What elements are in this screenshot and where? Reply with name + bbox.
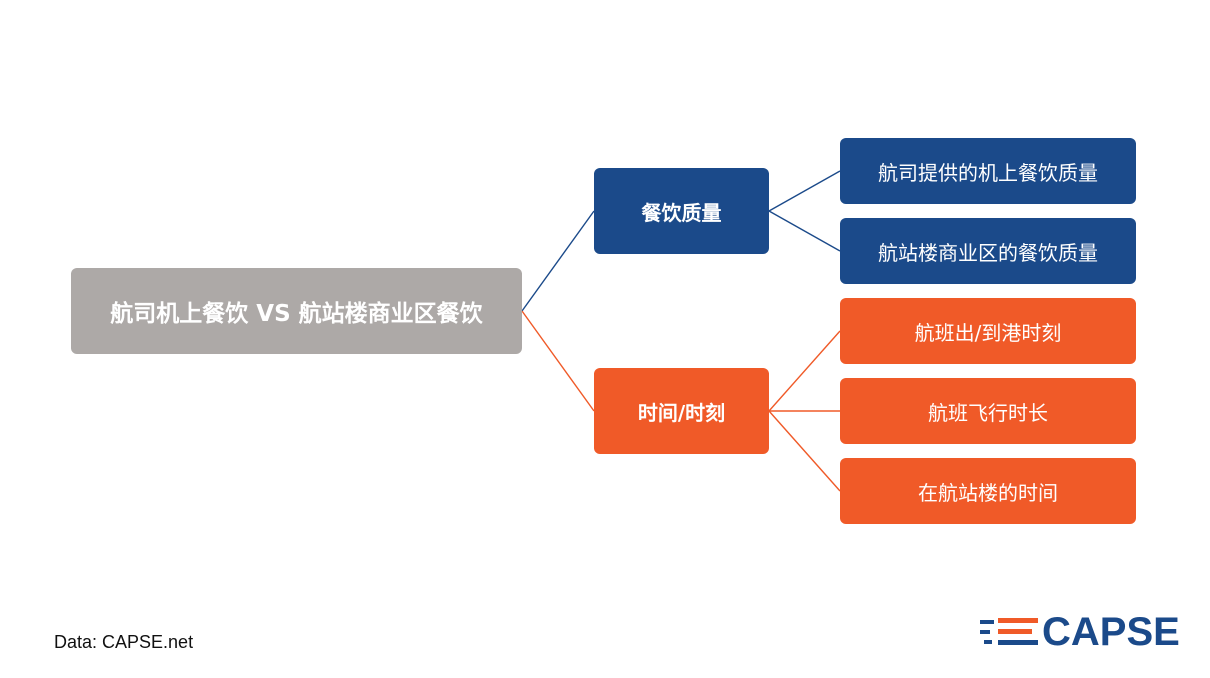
connector-quality-to-leaf-2	[768, 210, 841, 252]
branch-node-time: 时间/时刻	[594, 368, 769, 454]
root-node-label: 航司机上餐饮 VS 航站楼商业区餐饮	[110, 301, 483, 327]
capse-logo: CAPSE	[980, 610, 1185, 656]
leaf-node-terminal-time: 在航站楼的时间	[840, 458, 1136, 524]
data-source-label: Data: CAPSE.net	[54, 632, 194, 652]
leaf-node-terminal-catering: 航站楼商业区的餐饮质量	[840, 218, 1136, 284]
leaf-node-label: 航班出/到港时刻	[914, 320, 1062, 345]
connector-time-to-leaf-1	[768, 330, 841, 412]
branch-node-time-label: 时间/时刻	[637, 400, 726, 425]
connector-root-to-quality	[521, 210, 595, 312]
branch-node-quality-label: 餐饮质量	[641, 200, 722, 225]
leaf-node-departure-arrival-time: 航班出/到港时刻	[840, 298, 1136, 364]
connector-root-to-time	[521, 310, 595, 412]
leaf-node-label: 航班飞行时长	[928, 400, 1048, 425]
root-node: 航司机上餐饮 VS 航站楼商业区餐饮	[71, 268, 522, 354]
connector-time-to-leaf-3	[768, 410, 841, 492]
branch-node-quality: 餐饮质量	[594, 168, 769, 254]
leaf-node-airline-catering: 航司提供的机上餐饮质量	[840, 138, 1136, 204]
leaf-node-label: 在航站楼的时间	[918, 480, 1058, 505]
connector-quality-to-leaf-1	[768, 170, 841, 212]
leaf-node-label: 航司提供的机上餐饮质量	[878, 160, 1098, 185]
leaf-node-label: 航站楼商业区的餐饮质量	[878, 240, 1098, 265]
leaf-node-flight-duration: 航班飞行时长	[840, 378, 1136, 444]
capse-bars-icon	[980, 618, 1038, 645]
capse-logo-text: CAPSE	[1042, 610, 1180, 654]
